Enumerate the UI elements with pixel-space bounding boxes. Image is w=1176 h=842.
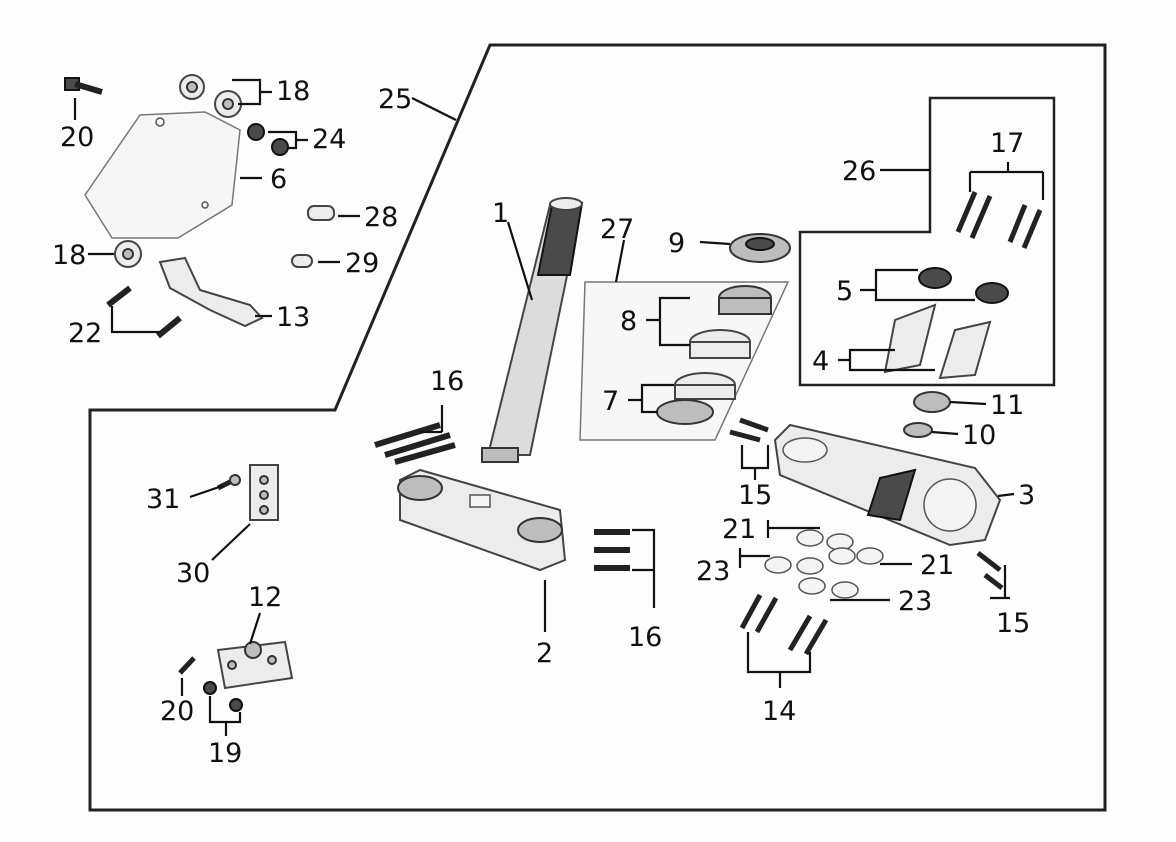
label-25: 25 [378,84,412,115]
bolt-22 [106,285,182,339]
label-12: 12 [248,582,282,613]
label-3: 3 [1018,480,1035,511]
label-26: 26 [842,156,876,187]
screw-20-lower [178,656,196,675]
plate-hole [259,490,269,500]
label-7: 7 [602,386,619,417]
plate-hole [259,475,269,485]
label-27: 27 [600,214,634,245]
bolt-17 [955,191,1043,249]
lower-triple-clamp-2 [397,468,567,572]
bolt-15-top [729,417,769,443]
label-13: 13 [276,302,310,333]
sleeve-28 [307,205,335,221]
bolt-15-right [976,551,1004,590]
sleeve-29 [291,254,313,268]
handlebar-clamp-5 [918,267,1009,304]
label-22: 22 [68,318,102,349]
label-23-right: 23 [898,586,932,617]
label-4: 4 [812,346,829,377]
cover-plate-hole [155,117,165,127]
label-9: 9 [668,228,685,259]
label-14: 14 [762,696,796,727]
label-17: 17 [990,128,1024,159]
bracket-12 [216,640,294,690]
nut-24 [247,123,289,156]
label-11: 11 [990,390,1024,421]
washer-11 [913,391,951,413]
label-30: 30 [176,558,210,589]
plate-hole [259,505,269,515]
label-21-left: 21 [722,514,756,545]
label-23-left: 23 [696,556,730,587]
nut-18-lower [114,240,142,268]
label-1: 1 [492,198,509,229]
cover-plate-hole [201,201,209,209]
steering-stem-1 [481,197,584,463]
label-29: 29 [345,248,379,279]
cover-plate-6 [84,111,241,239]
part-labels: 20 18 24 6 28 29 18 13 22 25 1 27 9 8 7 … [52,76,1035,769]
label-18-top: 18 [276,76,310,107]
label-19: 19 [208,738,242,769]
label-15-top: 15 [738,480,772,511]
handlebar-clamp-4 [883,303,992,380]
stem-nut-9 [729,233,791,263]
label-16-left: 16 [430,366,464,397]
assembly-frame-25 [88,43,1107,812]
label-21-right: 21 [920,550,954,581]
label-15-right: 15 [996,608,1030,639]
label-10: 10 [962,420,996,451]
nut-18-top [179,74,242,118]
assembly-frame-26 [798,96,1056,387]
bolt-20-top [64,77,103,95]
bracket-13 [158,256,264,328]
upper-triple-clamp-3 [773,423,1002,547]
bolt-14 [739,593,829,656]
label-8: 8 [620,306,637,337]
label-24: 24 [312,124,346,155]
washer-10 [903,422,933,438]
label-6: 6 [270,164,287,195]
label-20-lower: 20 [160,696,194,727]
nut-19 [203,681,243,712]
bearing-7 [656,372,736,425]
label-28: 28 [364,202,398,233]
bolt-16-right [594,529,630,571]
label-16-right: 16 [628,622,662,653]
bearing-8 [689,285,772,359]
ring-21-23 [764,529,884,599]
bolt-16-left [374,422,456,465]
label-5: 5 [836,276,853,307]
label-2: 2 [536,638,553,669]
label-31: 31 [146,484,180,515]
label-18-lower: 18 [52,240,86,271]
label-20-top: 20 [60,122,94,153]
leader-lines [73,78,1045,736]
